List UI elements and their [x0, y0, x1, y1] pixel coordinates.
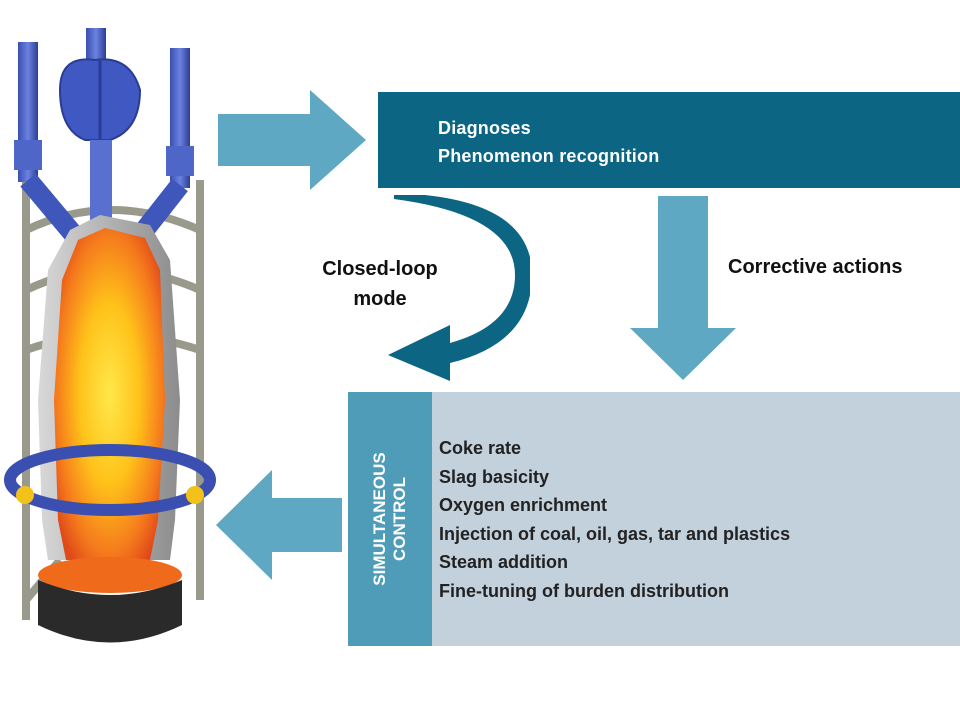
- arrow-to-furnace: [216, 470, 342, 580]
- closed-loop-label-line1: Closed-loop: [322, 258, 438, 280]
- list-item: Slag basicity: [439, 466, 550, 487]
- corrective-actions-label: Corrective actions: [728, 256, 903, 278]
- list-item: Steam addition: [439, 552, 569, 572]
- control-parameter-list: Coke rate Slag basicity Oxygen enrichmen…: [439, 434, 790, 605]
- blast-furnace-illustration: [4, 28, 216, 643]
- list-item: Fine-tuning of burden distribution: [439, 580, 729, 601]
- control-side-label-line1: SIMULTANEOUS: [370, 452, 389, 586]
- corrective-actions-arrow: [630, 196, 736, 380]
- arrow-to-diagnosis: [218, 90, 366, 190]
- diagnosis-box: Diagnoses Phenomenon recognition: [378, 92, 960, 188]
- diagnosis-title: Diagnoses: [438, 118, 531, 138]
- charging-hopper: [58, 58, 142, 220]
- closed-loop-arrow: [388, 195, 530, 381]
- molten-interior: [54, 228, 165, 560]
- list-item: Coke rate: [439, 438, 522, 458]
- closed-loop-label-line2: mode: [353, 288, 407, 310]
- control-side-panel: SIMULTANEOUS CONTROL: [348, 392, 432, 646]
- simultaneous-control-box: SIMULTANEOUS CONTROL Coke rate Slag basi…: [348, 392, 960, 646]
- hearth-base: [38, 580, 182, 643]
- control-side-label: SIMULTANEOUS CONTROL: [370, 452, 410, 585]
- list-item: Injection of coal, oil, gas, tar and pla…: [439, 523, 791, 544]
- list-item: Oxygen enrichment: [439, 495, 608, 515]
- diagnosis-subtitle: Phenomenon recognition: [438, 146, 660, 166]
- bustle-pipe: [4, 444, 216, 516]
- control-side-label-line2: CONTROL: [390, 476, 409, 562]
- closed-loop-label: Closed-loop mode: [300, 254, 460, 314]
